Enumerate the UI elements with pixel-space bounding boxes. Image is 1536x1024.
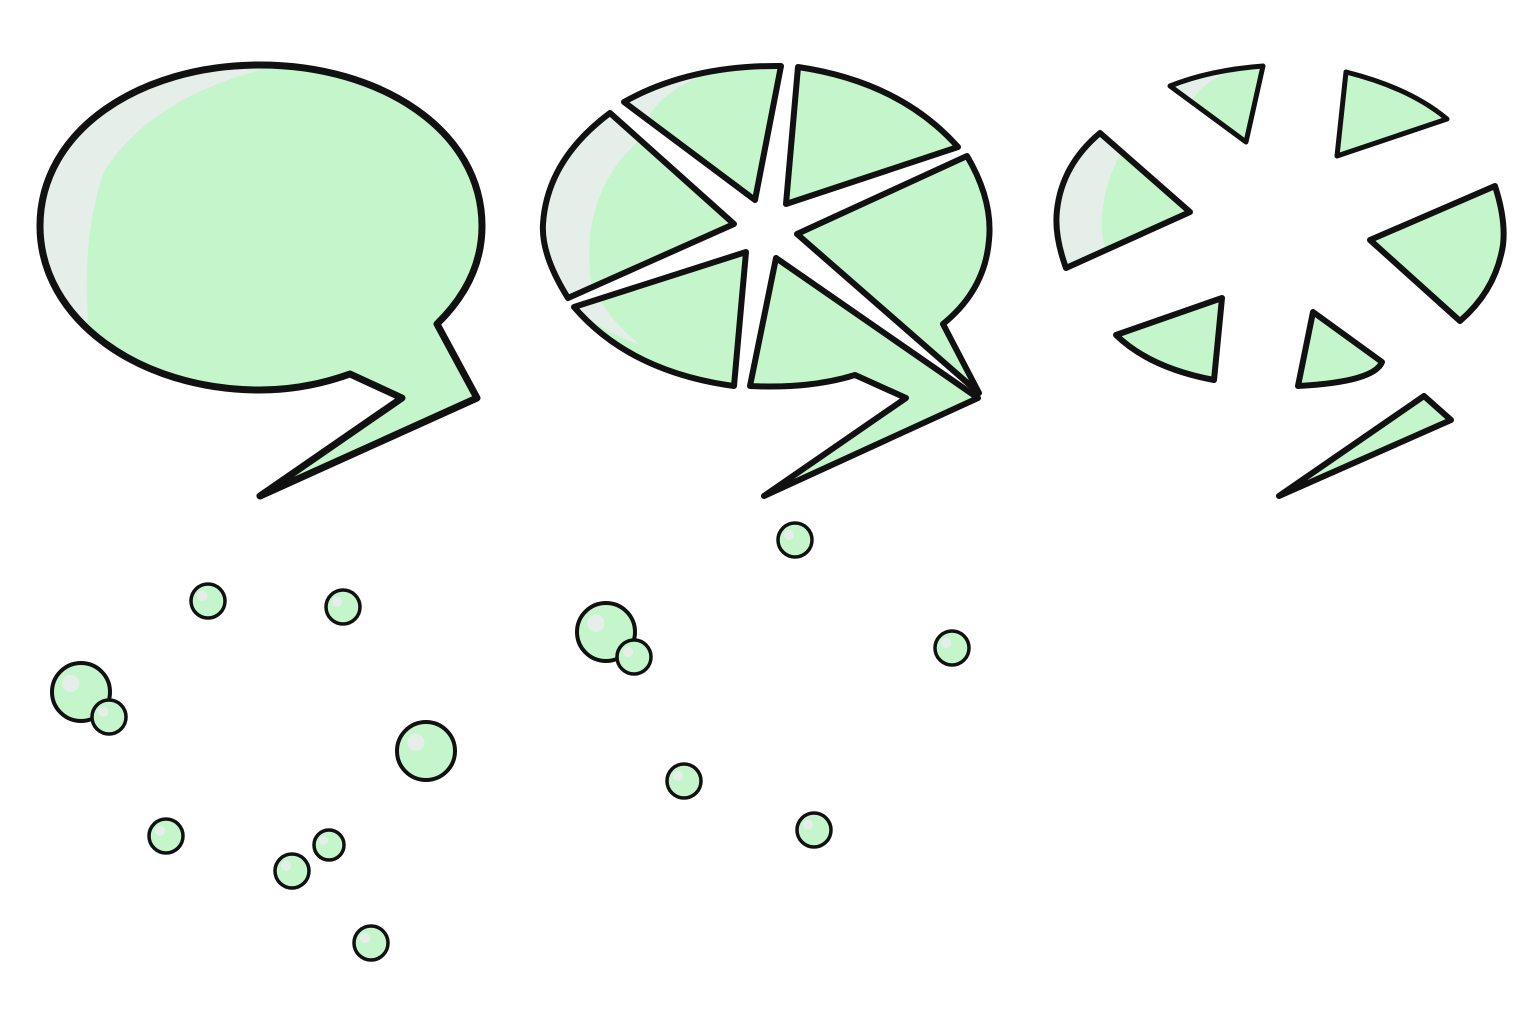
cracked-piece-right bbox=[794, 153, 993, 396]
small-bubble bbox=[665, 762, 703, 800]
shard-top bbox=[1167, 63, 1266, 145]
small-bubble bbox=[189, 582, 227, 620]
small-bubble bbox=[312, 828, 346, 862]
cracked-piece-top bbox=[621, 62, 784, 203]
shard-left bbox=[1053, 130, 1193, 271]
small-bubble bbox=[933, 629, 971, 667]
speech-bubble-cracked bbox=[539, 62, 993, 499]
speech-bubble-shattered bbox=[1053, 63, 1507, 499]
small-bubble bbox=[352, 924, 390, 962]
cracked-piece-bottom-tail bbox=[747, 255, 981, 499]
cracked-piece-bottom-left bbox=[571, 249, 749, 389]
cracked-piece-left bbox=[539, 110, 737, 301]
cracked-piece-top-right bbox=[783, 64, 961, 207]
shard-tail bbox=[1276, 393, 1454, 499]
small-bubble bbox=[147, 817, 185, 855]
shard-bottom-left bbox=[1113, 295, 1225, 383]
small-bubble bbox=[324, 588, 362, 626]
shard-top-right bbox=[1334, 69, 1450, 159]
small-bubble bbox=[395, 720, 457, 782]
small-bubble bbox=[615, 638, 653, 676]
floating-bubbles bbox=[50, 521, 971, 962]
speech-bubble-intact bbox=[36, 61, 486, 500]
small-bubble bbox=[273, 852, 311, 890]
small-bubble bbox=[795, 811, 833, 849]
small-bubble bbox=[90, 698, 128, 736]
shard-right bbox=[1367, 183, 1507, 324]
shard-bottom-right bbox=[1295, 309, 1385, 389]
small-bubble bbox=[776, 521, 814, 559]
